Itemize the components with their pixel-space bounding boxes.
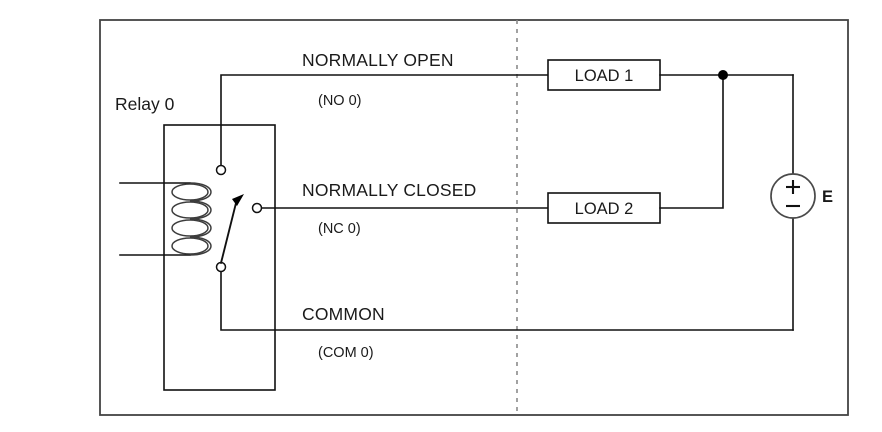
voltage-source-symbol (770, 173, 816, 219)
wire-normally-open (220, 74, 549, 166)
relay-enclosure (163, 124, 276, 391)
source-plus-icon (786, 180, 800, 194)
diagram-frame (99, 19, 849, 416)
source-label: E (822, 188, 833, 206)
relay-label: Relay 0 (115, 94, 175, 114)
load2-box (547, 192, 661, 224)
load1-label: LOAD 1 (575, 67, 634, 85)
terminal-no (215, 164, 227, 176)
wire-common (220, 271, 794, 331)
junction-node-dot (718, 70, 728, 80)
label-common: COMMON (302, 304, 385, 324)
load2-label: LOAD 2 (575, 200, 634, 218)
label-normally-open: NORMALLY OPEN (302, 50, 454, 70)
wire-load2-to-junction (659, 74, 724, 209)
label-normally-closed: NORMALLY CLOSED (302, 180, 477, 200)
terminal-nc (251, 202, 263, 214)
label-nc-code: (NC 0) (318, 221, 361, 237)
label-no-code: (NO 0) (318, 93, 362, 109)
switch-armature (220, 194, 244, 264)
label-com-code: (COM 0) (318, 345, 374, 361)
relay-coil (171, 182, 212, 256)
